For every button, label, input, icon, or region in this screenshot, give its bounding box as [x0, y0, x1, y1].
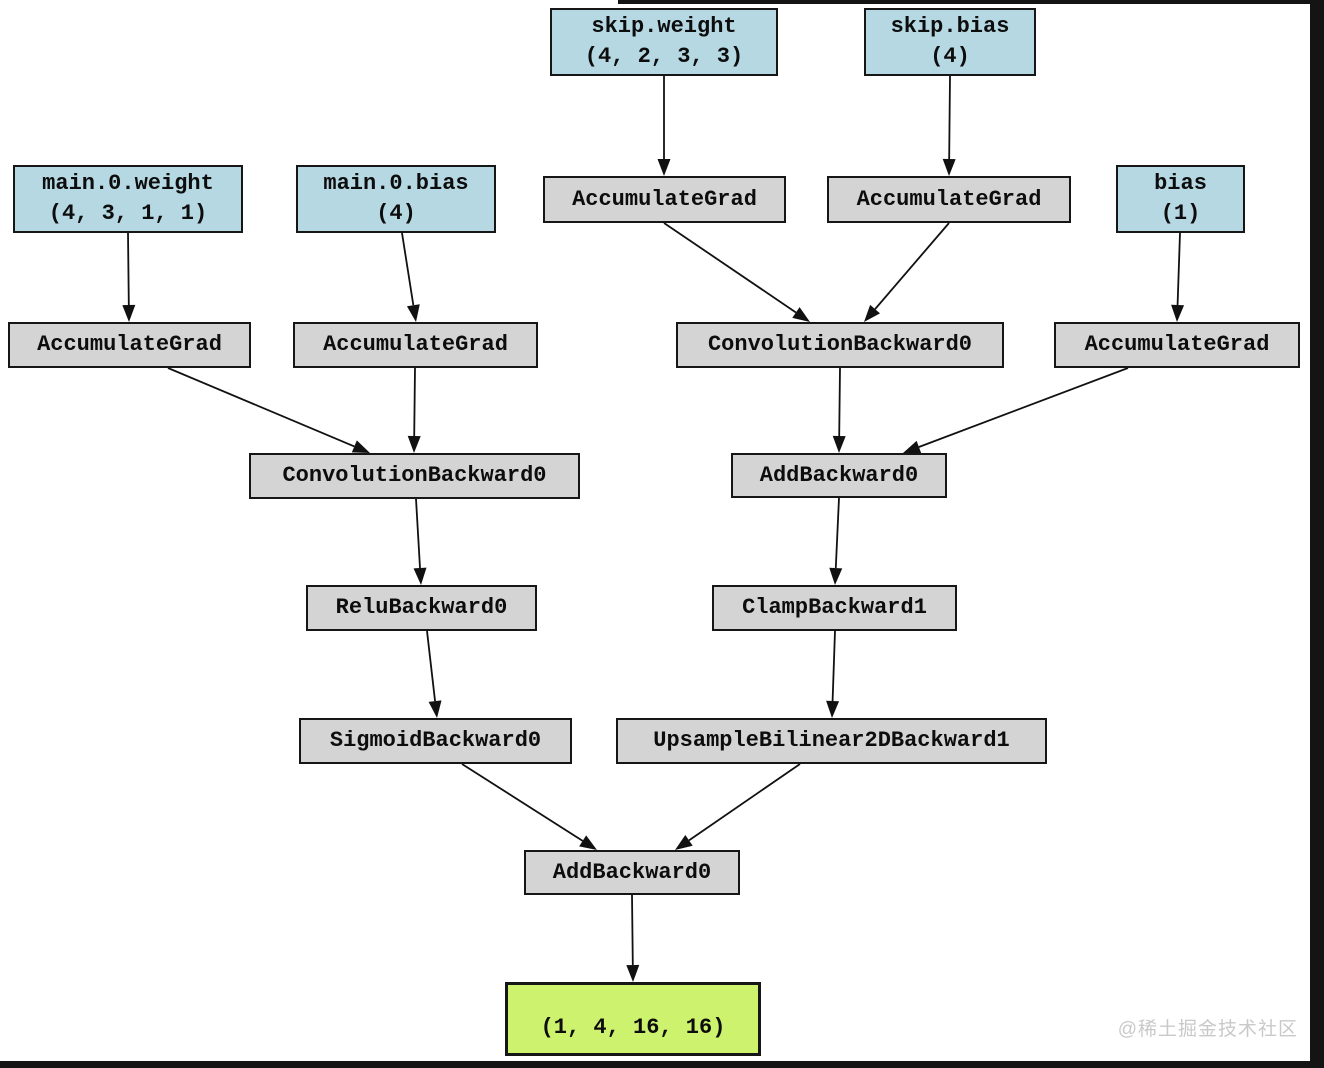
edge-conv-backward-right-to-add-backward-right: [832, 367, 846, 453]
node-label: ClampBackward1: [742, 595, 927, 620]
node-label: AccumulateGrad: [323, 332, 508, 357]
node-accgrad-skip-weight: AccumulateGrad: [543, 176, 786, 223]
node-accgrad-bias: AccumulateGrad: [1054, 322, 1300, 368]
arrowhead-icon: [832, 435, 846, 453]
node-output-tensor: (1, 4, 16, 16): [505, 982, 761, 1056]
arrowhead-icon: [675, 835, 693, 850]
arrowhead-icon: [829, 567, 843, 585]
node-shape-label: (4): [930, 44, 970, 69]
edge-bias-to-accgrad-bias: [1171, 232, 1185, 322]
edge-main-0-bias-to-accgrad-main-bias: [401, 232, 420, 322]
frame-right-band: [1310, 0, 1324, 1068]
node-shape-label: (4, 3, 1, 1): [48, 201, 208, 226]
edge-accgrad-main-bias-to-conv-backward-left: [407, 367, 421, 453]
node-relu-backward: ReluBackward0: [306, 585, 537, 631]
arrowhead-icon: [407, 435, 421, 453]
node-label: AddBackward0: [759, 462, 919, 488]
arrowhead-icon: [657, 159, 671, 176]
edge-add-backward-bottom-to-output-tensor: [626, 894, 640, 982]
node-upsample-backward: UpsampleBilinear2DBackward1: [616, 718, 1047, 764]
node-conv-backward-right: ConvolutionBackward0: [676, 322, 1004, 368]
node-label: AccumulateGrad: [37, 332, 222, 357]
node-main-0-weight: main.0.weight (4, 3, 1, 1): [13, 165, 243, 233]
node-accgrad-main-bias: AccumulateGrad: [293, 322, 538, 368]
arrowhead-icon: [864, 304, 881, 322]
node-label: AccumulateGrad: [856, 186, 1042, 212]
arrowhead-icon: [413, 567, 427, 585]
edge-sigmoid-backward-to-add-backward-bottom: [461, 763, 597, 850]
arrowhead-icon: [826, 700, 840, 718]
edge-accgrad-bias-to-add-backward-right: [903, 367, 1129, 454]
frame-top-line: [618, 0, 1324, 4]
node-main-0-bias: main.0.bias (4): [296, 165, 496, 233]
node-label: skip.bias: [890, 14, 1010, 39]
frame-bottom-band: [0, 1061, 1324, 1068]
node-add-backward-bottom: AddBackward0: [524, 850, 740, 895]
arrowhead-icon: [122, 304, 136, 322]
arrowhead-icon: [579, 835, 597, 850]
node-bias: bias (1): [1116, 165, 1245, 233]
node-sigmoid-backward: SigmoidBackward0: [299, 718, 572, 764]
node-label: SigmoidBackward0: [329, 728, 542, 753]
arrowhead-icon: [792, 307, 810, 322]
node-shape-label: (4, 2, 3, 3): [584, 44, 744, 69]
edge-relu-backward-to-sigmoid-backward: [426, 630, 442, 718]
edge-accgrad-main-weight-to-conv-backward-left: [167, 367, 370, 453]
edge-accgrad-skip-weight-to-conv-backward-right: [663, 222, 810, 322]
node-label: ReluBackward0: [335, 595, 508, 620]
watermark-text: @稀土掘金技术社区: [1117, 1019, 1298, 1040]
edge-add-backward-right-to-clamp-backward: [829, 497, 843, 585]
node-label: AccumulateGrad: [1084, 332, 1270, 357]
node-accgrad-skip-bias: AccumulateGrad: [827, 176, 1071, 223]
arrowhead-icon: [626, 964, 640, 982]
arrowhead-icon: [1171, 304, 1185, 322]
node-label: ConvolutionBackward0: [282, 463, 547, 488]
node-label: bias: [1154, 171, 1207, 196]
node-label: AddBackward0: [552, 859, 712, 885]
node-conv-backward-left: ConvolutionBackward0: [249, 453, 580, 499]
node-skip-weight: skip.weight (4, 2, 3, 3): [550, 8, 778, 76]
arrowhead-icon: [428, 700, 442, 718]
arrowhead-icon: [942, 158, 956, 176]
node-shape-label: (1): [1160, 201, 1201, 226]
arrowhead-icon: [903, 440, 922, 454]
node-label: main.0.bias: [323, 171, 469, 196]
edge-skip-bias-to-accgrad-skip-bias: [942, 75, 956, 176]
node-add-backward-right: AddBackward0: [731, 453, 947, 498]
edge-conv-backward-left-to-relu-backward: [413, 498, 427, 585]
arrowhead-icon: [351, 440, 370, 453]
node-label: skip.weight: [591, 14, 737, 39]
node-skip-bias: skip.bias (4): [864, 8, 1036, 76]
node-label: ConvolutionBackward0: [707, 332, 973, 357]
edge-upsample-backward-to-add-backward-bottom: [675, 763, 801, 850]
edge-accgrad-skip-bias-to-conv-backward-right: [864, 222, 950, 322]
node-clamp-backward: ClampBackward1: [712, 585, 957, 631]
node-shape-label: (4): [376, 201, 416, 226]
node-label: main.0.weight: [42, 171, 214, 196]
node-label: UpsampleBilinear2DBackward1: [653, 728, 1010, 753]
node-accgrad-main-weight: AccumulateGrad: [8, 322, 251, 368]
arrowhead-icon: [406, 304, 420, 322]
edge-clamp-backward-to-upsample-backward: [826, 630, 840, 718]
edge-main-0-weight-to-accgrad-main-weight: [122, 232, 136, 322]
node-label: AccumulateGrad: [572, 186, 757, 212]
node-label: (1, 4, 16, 16): [540, 1015, 726, 1040]
edge-skip-weight-to-accgrad-skip-weight: [657, 76, 671, 176]
